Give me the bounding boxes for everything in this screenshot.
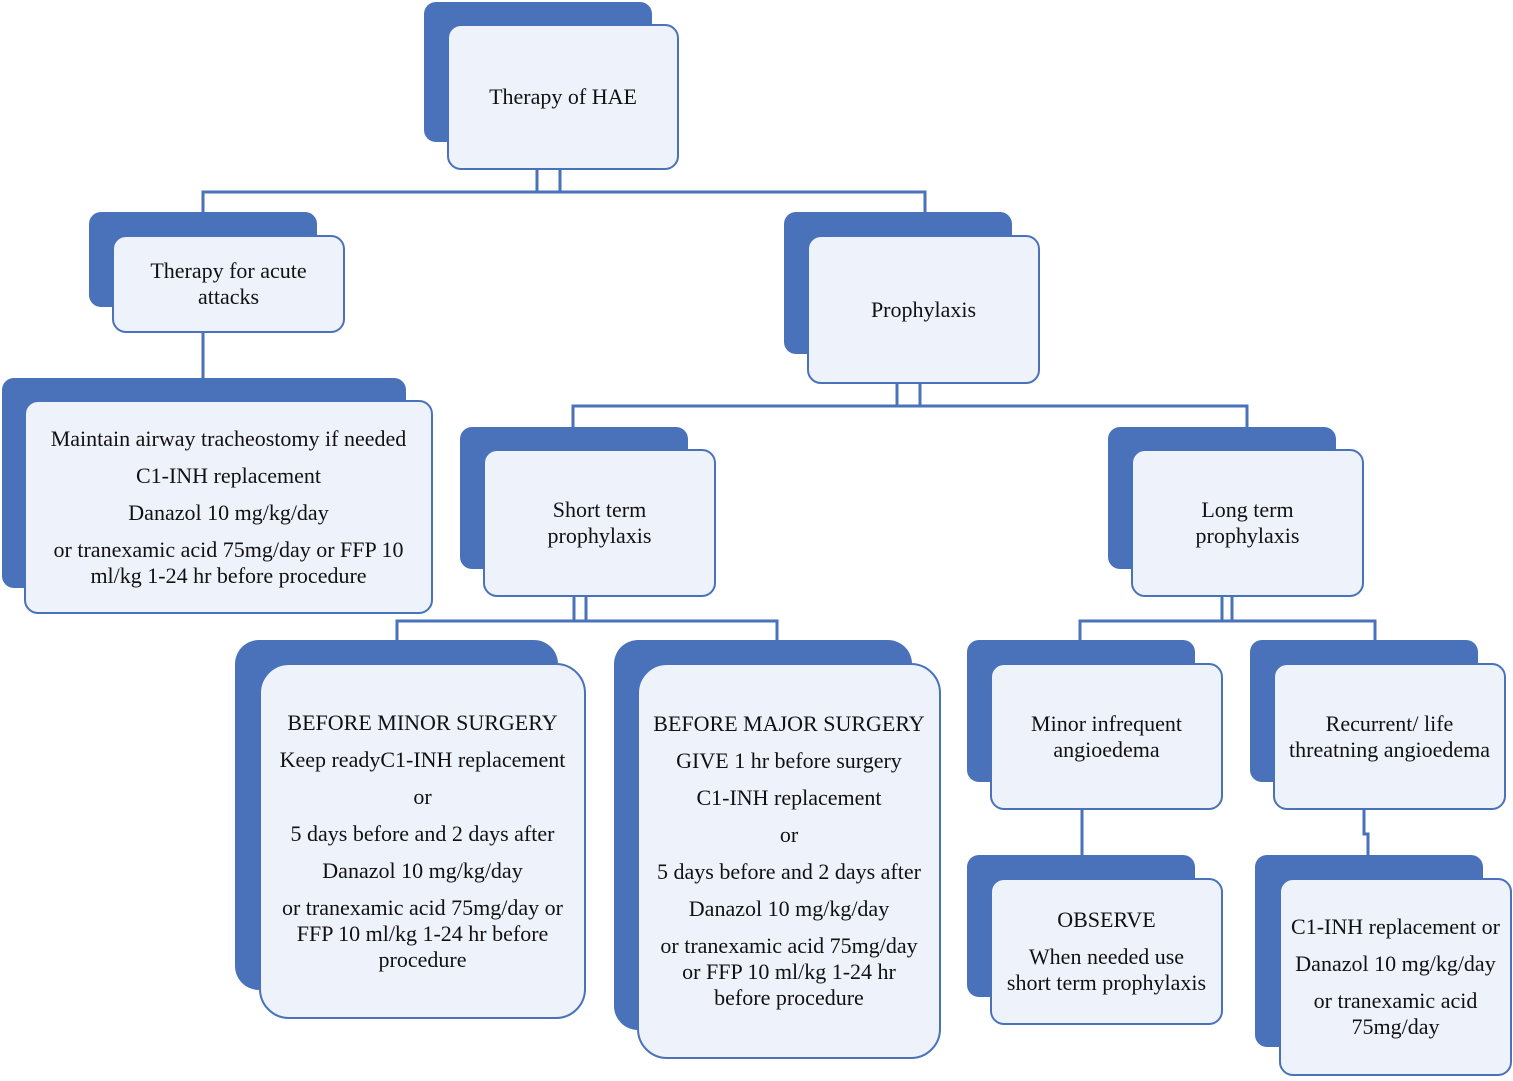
node-text: Danazol 10 mg/kg/day <box>322 857 523 883</box>
node-text: or <box>779 822 799 847</box>
node-text: C1-INH replacement <box>696 785 882 810</box>
node-text: Short term prophylaxis <box>547 497 652 548</box>
node-text: C1-INH replacement or <box>1291 914 1500 939</box>
node-text: GIVE 1 hr before surgery <box>676 748 902 773</box>
node-text: or tranexamic acid 75mg/day or FFP 10 ml… <box>53 536 404 588</box>
node-text: or tranexamic acid 75mg/day or FFP 10 ml… <box>660 933 918 1010</box>
node-prophylaxis-box: Prophylaxis <box>807 235 1040 384</box>
node-acute-detail-box: Maintain airway tracheostomy if needed C… <box>24 400 433 614</box>
node-text: or tranexamic acid 75mg/day or FFP 10 ml… <box>281 894 563 972</box>
node-before-major-surgery-box: BEFORE MAJOR SURGERY GIVE 1 hr before su… <box>637 663 941 1059</box>
node-text: 5 days before and 2 days after <box>290 820 555 846</box>
node-text: 5 days before and 2 days after <box>657 859 921 884</box>
connector-short-branch <box>395 619 779 640</box>
node-text: BEFORE MINOR SURGERY <box>287 709 558 735</box>
node-text: Keep readyC1-INH replacement <box>279 746 566 772</box>
node-text: Therapy of HAE <box>489 84 637 109</box>
node-text: Prophylaxis <box>870 296 977 322</box>
node-therapy-of-hae-box: Therapy of HAE <box>447 24 679 170</box>
node-recurrent-angioedema-box: Recurrent/ life threatning angioedema <box>1273 663 1506 810</box>
node-text: Long term prophylaxis <box>1195 497 1300 548</box>
node-c1inh-long-term-box: C1-INH replacement or Danazol 10 mg/kg/d… <box>1279 878 1512 1076</box>
connector-recurrent-c1inh <box>1362 810 1370 855</box>
node-therapy-acute-attacks-box: Therapy for acute attacks <box>112 235 345 333</box>
connector-prophylaxis-branch <box>571 404 1249 427</box>
node-text: BEFORE MAJOR SURGERY <box>653 711 925 736</box>
node-minor-infrequent-angioedema-box: Minor infrequent angioedema <box>990 663 1223 810</box>
node-text: Danazol 10 mg/kg/day <box>128 499 329 525</box>
node-short-term-prophylaxis-box: Short term prophylaxis <box>483 449 716 597</box>
node-long-term-prophylaxis-box: Long term prophylaxis <box>1131 449 1364 597</box>
node-text: C1-INH replacement <box>135 462 322 488</box>
connector-root-branch <box>201 190 927 212</box>
node-text: or <box>413 783 432 809</box>
node-text: Danazol 10 mg/kg/day <box>1295 951 1496 976</box>
node-text: Danazol 10 mg/kg/day <box>688 896 890 921</box>
node-observe-box: OBSERVE When needed use short term proph… <box>990 878 1223 1025</box>
node-text: Recurrent/ life threatning angioedema <box>1289 710 1490 762</box>
node-text: or tranexamic acid 75mg/day <box>1313 988 1478 1039</box>
node-text: Maintain airway tracheostomy if needed <box>50 425 407 451</box>
connector-long-branch <box>1078 619 1377 640</box>
node-before-minor-surgery-box: BEFORE MINOR SURGERY Keep readyC1-INH re… <box>259 663 586 1019</box>
node-text: OBSERVE <box>1057 907 1156 932</box>
node-text: Therapy for acute attacks <box>150 258 307 309</box>
node-text: When needed use short term prophylaxis <box>1006 944 1207 995</box>
node-text: Minor infrequent angioedema <box>1031 710 1182 762</box>
